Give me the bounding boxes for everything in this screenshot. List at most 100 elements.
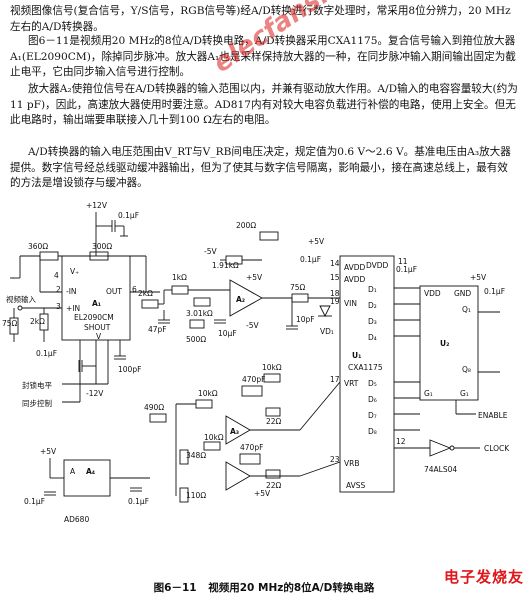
trim-pot-200: 200Ω — [236, 221, 256, 230]
u1-pin-d7: D₇ — [368, 411, 377, 420]
sync-control-label: 同步控制 — [22, 398, 52, 408]
clamp-amplifier-section: V₊ -IN +IN OUT A₁ EL2090CM SHOUT V 4 2 3… — [2, 201, 160, 408]
adc-section: AVDD AVDD DVDD VIN VRT VRB AVSS U₁ CXA11… — [300, 237, 430, 493]
a2-trim-supply: -5V — [204, 247, 217, 256]
u1-pin-d4: D₄ — [368, 333, 377, 342]
u2-supply: +5V — [470, 273, 487, 282]
resistor-10k-lower: 10kΩ — [204, 433, 224, 442]
a4-out-cap: 0.1μF — [128, 497, 149, 506]
u1-pin-avdd-b: AVDD — [344, 275, 366, 284]
u1-pin-19: 19 — [330, 297, 340, 306]
a2-label: A₂ — [236, 295, 245, 304]
u1-label: U₁ — [352, 351, 361, 360]
u2-pin-vdd: VDD — [424, 289, 441, 298]
resistor-3k01-a2: 3.01kΩ — [186, 309, 213, 318]
u1-dvdd-cap: 0.1μF — [396, 265, 417, 274]
a4-label: A₄ — [86, 467, 95, 476]
driver-amplifier-section: 2kΩ 1kΩ 3.01kΩ 47pF A₂ +5V -5V 1.91kΩ 20… — [138, 221, 340, 344]
a1-pin-6: 6 — [132, 285, 137, 294]
resistor-348: 348Ω — [186, 451, 206, 460]
a1-hold-cap: 100pF — [118, 365, 141, 374]
a2-neg-supply: -5V — [246, 321, 259, 330]
a4-pin-a: A — [70, 467, 76, 476]
u1-pin-17: 17 — [330, 375, 340, 384]
a1-pin-v: V — [96, 332, 102, 341]
diode-vd1-label: VD₁ — [320, 327, 334, 336]
reference-amplifier-section: A₃ 470pF 10kΩ 10kΩ 22Ω 490Ω 470pF 10kΩ 2… — [144, 363, 341, 503]
clock-label: CLOCK — [484, 444, 510, 453]
a1-pin-in-neg: -IN — [66, 287, 77, 296]
cap-10pf: 10pF — [296, 315, 315, 324]
resistor-1k91: 1.91kΩ — [212, 261, 239, 270]
watermark-logo: 电子发烧友 — [443, 568, 524, 586]
reference-source-section: A A₄ AD680 +5V 0.1μF 0.1μF — [24, 447, 150, 524]
cap-10uf: 10μF — [218, 329, 237, 338]
u2-pin-q1: Q₁ — [462, 305, 471, 314]
resistor-10k-upper: 10kΩ — [262, 363, 282, 372]
u1-chip — [339, 255, 395, 493]
cap-47pf: 47pF — [148, 325, 167, 334]
u1-pin-d3: D₃ — [368, 317, 377, 326]
u2-chip — [419, 285, 479, 401]
u1-pin-14: 14 — [330, 259, 340, 268]
inverter-part: 74ALS04 — [424, 465, 457, 474]
a1-neg-cap: 0.1μF — [36, 349, 57, 358]
resistor-490: 490Ω — [144, 403, 164, 412]
resistor-360: 360Ω — [28, 242, 48, 251]
circuit-schematic: V₊ -IN +IN OUT A₁ EL2090CM SHOUT V 4 2 3… — [2, 201, 510, 524]
a3-label: A₃ — [230, 427, 239, 436]
a3-lower-opamp — [225, 461, 251, 491]
a4-supply: +5V — [40, 447, 57, 456]
cap-470pf-lower: 470pF — [240, 443, 263, 452]
a1-label: A₁ — [92, 299, 101, 308]
figure-caption: 图6－11 视频用20 MHz的8位A/D转换电路 — [0, 580, 528, 595]
figure-number: 图6－11 — [153, 582, 197, 594]
a1-pin-3: 3 — [56, 302, 61, 311]
supply-pos-12v: +12V — [86, 201, 108, 210]
a1-pin-out: OUT — [106, 287, 122, 296]
u1-pin-d5: D₅ — [368, 379, 377, 388]
u1-pin-d2: D₂ — [368, 301, 377, 310]
latch-buffer-section: VDD GND U₂ G₁ G₁ Q₁ Q₈ +5V 0.1μF ENABLE — [419, 273, 508, 420]
paragraph-reference-voltage: A/D转换器的输入电压范围由V_RT与V_RB间电压决定，规定值为0.6 V～2… — [10, 146, 511, 190]
paragraph-circuit-overview: 图6－11是视频用20 MHz的8位A/D转换电路，A/D转换器采用CXA117… — [10, 35, 516, 79]
a4-in-cap: 0.1μF — [24, 497, 45, 506]
resistor-75-series: 75Ω — [290, 283, 306, 292]
u1-part: CXA1175 — [348, 363, 383, 372]
u2-pin-gnd: GND — [454, 289, 471, 298]
resistor-75-input: 75Ω — [2, 319, 18, 328]
u1-pin-dvdd: DVDD — [366, 261, 389, 270]
cap-470pf-upper: 470pF — [242, 375, 265, 384]
u1-pin-d1: D₁ — [368, 285, 377, 294]
u2-decoupling-cap: 0.1μF — [484, 287, 505, 296]
supply-neg-12v: -12V — [86, 389, 104, 398]
u2-pin-q8: Q₈ — [462, 365, 471, 374]
u1-pin-d6: D₆ — [368, 395, 377, 404]
u1-pin-11: 11 — [398, 257, 408, 266]
u1-pin-vrb: VRB — [344, 459, 360, 468]
resistor-110: 110Ω — [186, 491, 206, 500]
a1-pin-2: 2 — [56, 285, 61, 294]
resistor-22-upper: 22Ω — [266, 417, 282, 426]
resistor-22-lower: 22Ω — [266, 481, 282, 490]
a3-supply: +5V — [254, 489, 271, 498]
u2-pin-g1: G₁ — [424, 389, 433, 398]
paragraph-amplifier-a2: 放大器A₂使箝位信号在A/D转换器的输入范围以内，并兼有驱动放大作用。A/D输入… — [10, 83, 518, 127]
a2-pos-supply: +5V — [246, 273, 263, 282]
diode-vd1 — [319, 305, 331, 318]
a1-pin-vplus: V₊ — [70, 267, 79, 276]
u1-pin-23: 23 — [330, 455, 340, 464]
u1-pin-12: 12 — [396, 437, 406, 446]
inverter-gate — [429, 439, 452, 457]
a1-pin-4: 4 — [54, 271, 59, 280]
video-input-label: 视频输入 — [6, 294, 36, 304]
u1-supply: +5V — [308, 237, 325, 246]
a4-part: AD680 — [64, 515, 89, 524]
u1-pin-avdd-a: AVDD — [344, 263, 366, 272]
paragraph-intro: 视频图像信号(复合信号，Y/S信号，RGB信号等)经A/D转换进行数字处理时，常… — [10, 5, 511, 33]
u1-pin-d8: D₈ — [368, 427, 377, 436]
figure-title: 视频用20 MHz的8位A/D转换电路 — [208, 582, 375, 594]
a3-opamp — [225, 415, 251, 445]
resistor-10k-mid: 10kΩ — [198, 389, 218, 398]
u2-pin-g2: G₁ — [460, 389, 469, 398]
